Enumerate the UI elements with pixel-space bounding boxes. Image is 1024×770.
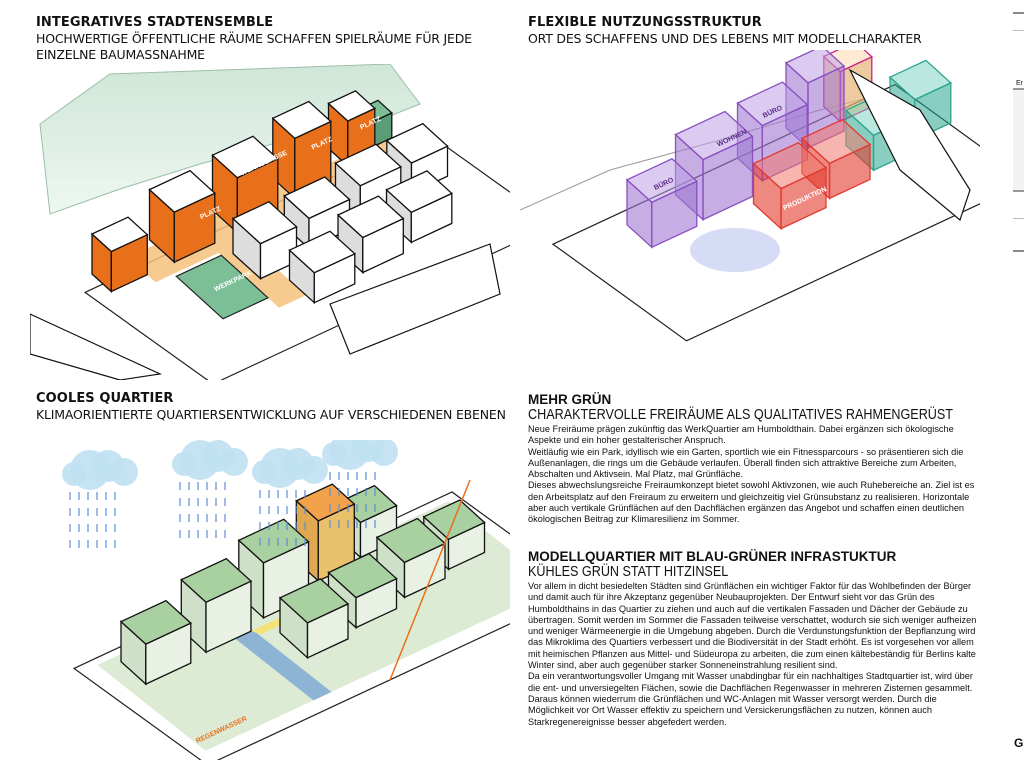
paragraph: Da ein verantwortungsvoller Umgang mit W… — [528, 671, 973, 727]
neighbour-block — [30, 313, 163, 380]
building — [90, 216, 149, 293]
building — [752, 141, 828, 231]
building-roof — [888, 59, 952, 101]
building-roof — [119, 599, 192, 645]
building — [231, 201, 298, 281]
cloud — [322, 442, 346, 466]
building — [288, 230, 356, 305]
building-roof — [295, 483, 356, 522]
cloud — [62, 462, 86, 486]
cloud — [300, 456, 328, 484]
building-roof — [231, 201, 298, 245]
cloud — [110, 458, 138, 486]
building-roof — [283, 176, 351, 220]
building — [625, 158, 698, 249]
building-roof — [336, 195, 405, 239]
side-label: Er — [1016, 80, 1023, 87]
building-roof — [211, 135, 279, 179]
building-roof — [327, 552, 398, 599]
building-roof — [278, 578, 350, 624]
building — [336, 195, 405, 274]
panel-subtitle-stadtensemble: HOCHWERTIGE ÖFFENTLICHE RÄUME SCHAFFEN S… — [36, 31, 472, 62]
mehr-gruen-title: MEHR GRÜN — [528, 392, 612, 407]
building — [148, 169, 216, 264]
modellquartier-subtitle: KÜHLES GRÜN STATT HITZINSEL — [528, 563, 729, 580]
building-roof — [800, 118, 872, 165]
cloud — [252, 460, 276, 484]
activity-zone — [690, 228, 780, 272]
building — [327, 552, 398, 630]
building — [180, 557, 253, 654]
building — [119, 599, 192, 686]
building-roof — [736, 81, 809, 127]
building-roof — [327, 90, 376, 122]
paragraph: Vor allem in dicht besiedelten Städten s… — [528, 581, 977, 671]
paragraph: Dieses abwechslungsreiche Freiraumkonzep… — [528, 480, 975, 525]
cooles-quartier-diagram: REGENWASSER — [62, 440, 510, 760]
info-box — [1013, 88, 1024, 192]
adjacent-sheet-edge: Er G — [1008, 0, 1024, 770]
panel-subtitle-cooles-quartier: KLIMAORIENTIERTE QUARTIERSENTWICKLUNG AU… — [36, 407, 506, 422]
neighbour-block — [329, 243, 501, 355]
neighbour-block — [848, 68, 971, 222]
side-letter: G — [1014, 736, 1024, 750]
mehr-gruen-subtitle: CHARAKTERVOLLE FREIRÄUME ALS QUALITATIVE… — [528, 406, 954, 423]
building-roof — [385, 170, 453, 214]
building-roof — [288, 230, 356, 274]
panel-title-cooles-quartier: COOLES QUARTIER — [36, 391, 174, 406]
building-roof — [625, 158, 698, 204]
building — [278, 578, 350, 660]
werkpark — [175, 254, 270, 320]
cloud — [370, 440, 398, 466]
building-roof — [674, 110, 754, 161]
modellquartier-body: Vor allem in dicht besiedelten Städten s… — [528, 581, 978, 728]
paragraph: Neue Freiräume prägen zukünftig das Werk… — [528, 424, 954, 446]
building — [375, 517, 447, 599]
building-roof — [180, 557, 253, 603]
divider — [1013, 12, 1024, 14]
building-roof — [271, 100, 332, 140]
cloud — [220, 448, 248, 476]
paragraph: Weitläufig wie ein Park, idyllisch wie e… — [528, 446, 964, 480]
divider — [1013, 30, 1024, 31]
building — [327, 90, 376, 168]
divider — [1013, 250, 1024, 252]
building-roof — [148, 169, 216, 213]
building-roof — [752, 141, 828, 190]
panel-title-stadtensemble: INTEGRATIVES STADTENSEMBLE — [36, 15, 274, 30]
building-roof — [334, 143, 402, 187]
cloud — [172, 452, 196, 476]
building-roof — [385, 122, 449, 164]
modellquartier-title: MODELLQUARTIER MIT BLAU-GRÜNER INFRASTUK… — [528, 549, 897, 564]
panel-title-nutzungsstruktur: FLEXIBLE NUTZUNGSSTRUKTUR — [528, 15, 762, 30]
panel-subtitle-nutzungsstruktur: ORT DES SCHAFFENS UND DES LEBENS MIT MOD… — [528, 31, 922, 46]
divider — [1013, 218, 1024, 219]
mehr-gruen-body: Neue Freiräume prägen zukünftig das Werk… — [528, 424, 978, 526]
building-roof — [784, 50, 846, 84]
building-roof — [90, 216, 149, 253]
water-line — [389, 479, 471, 681]
